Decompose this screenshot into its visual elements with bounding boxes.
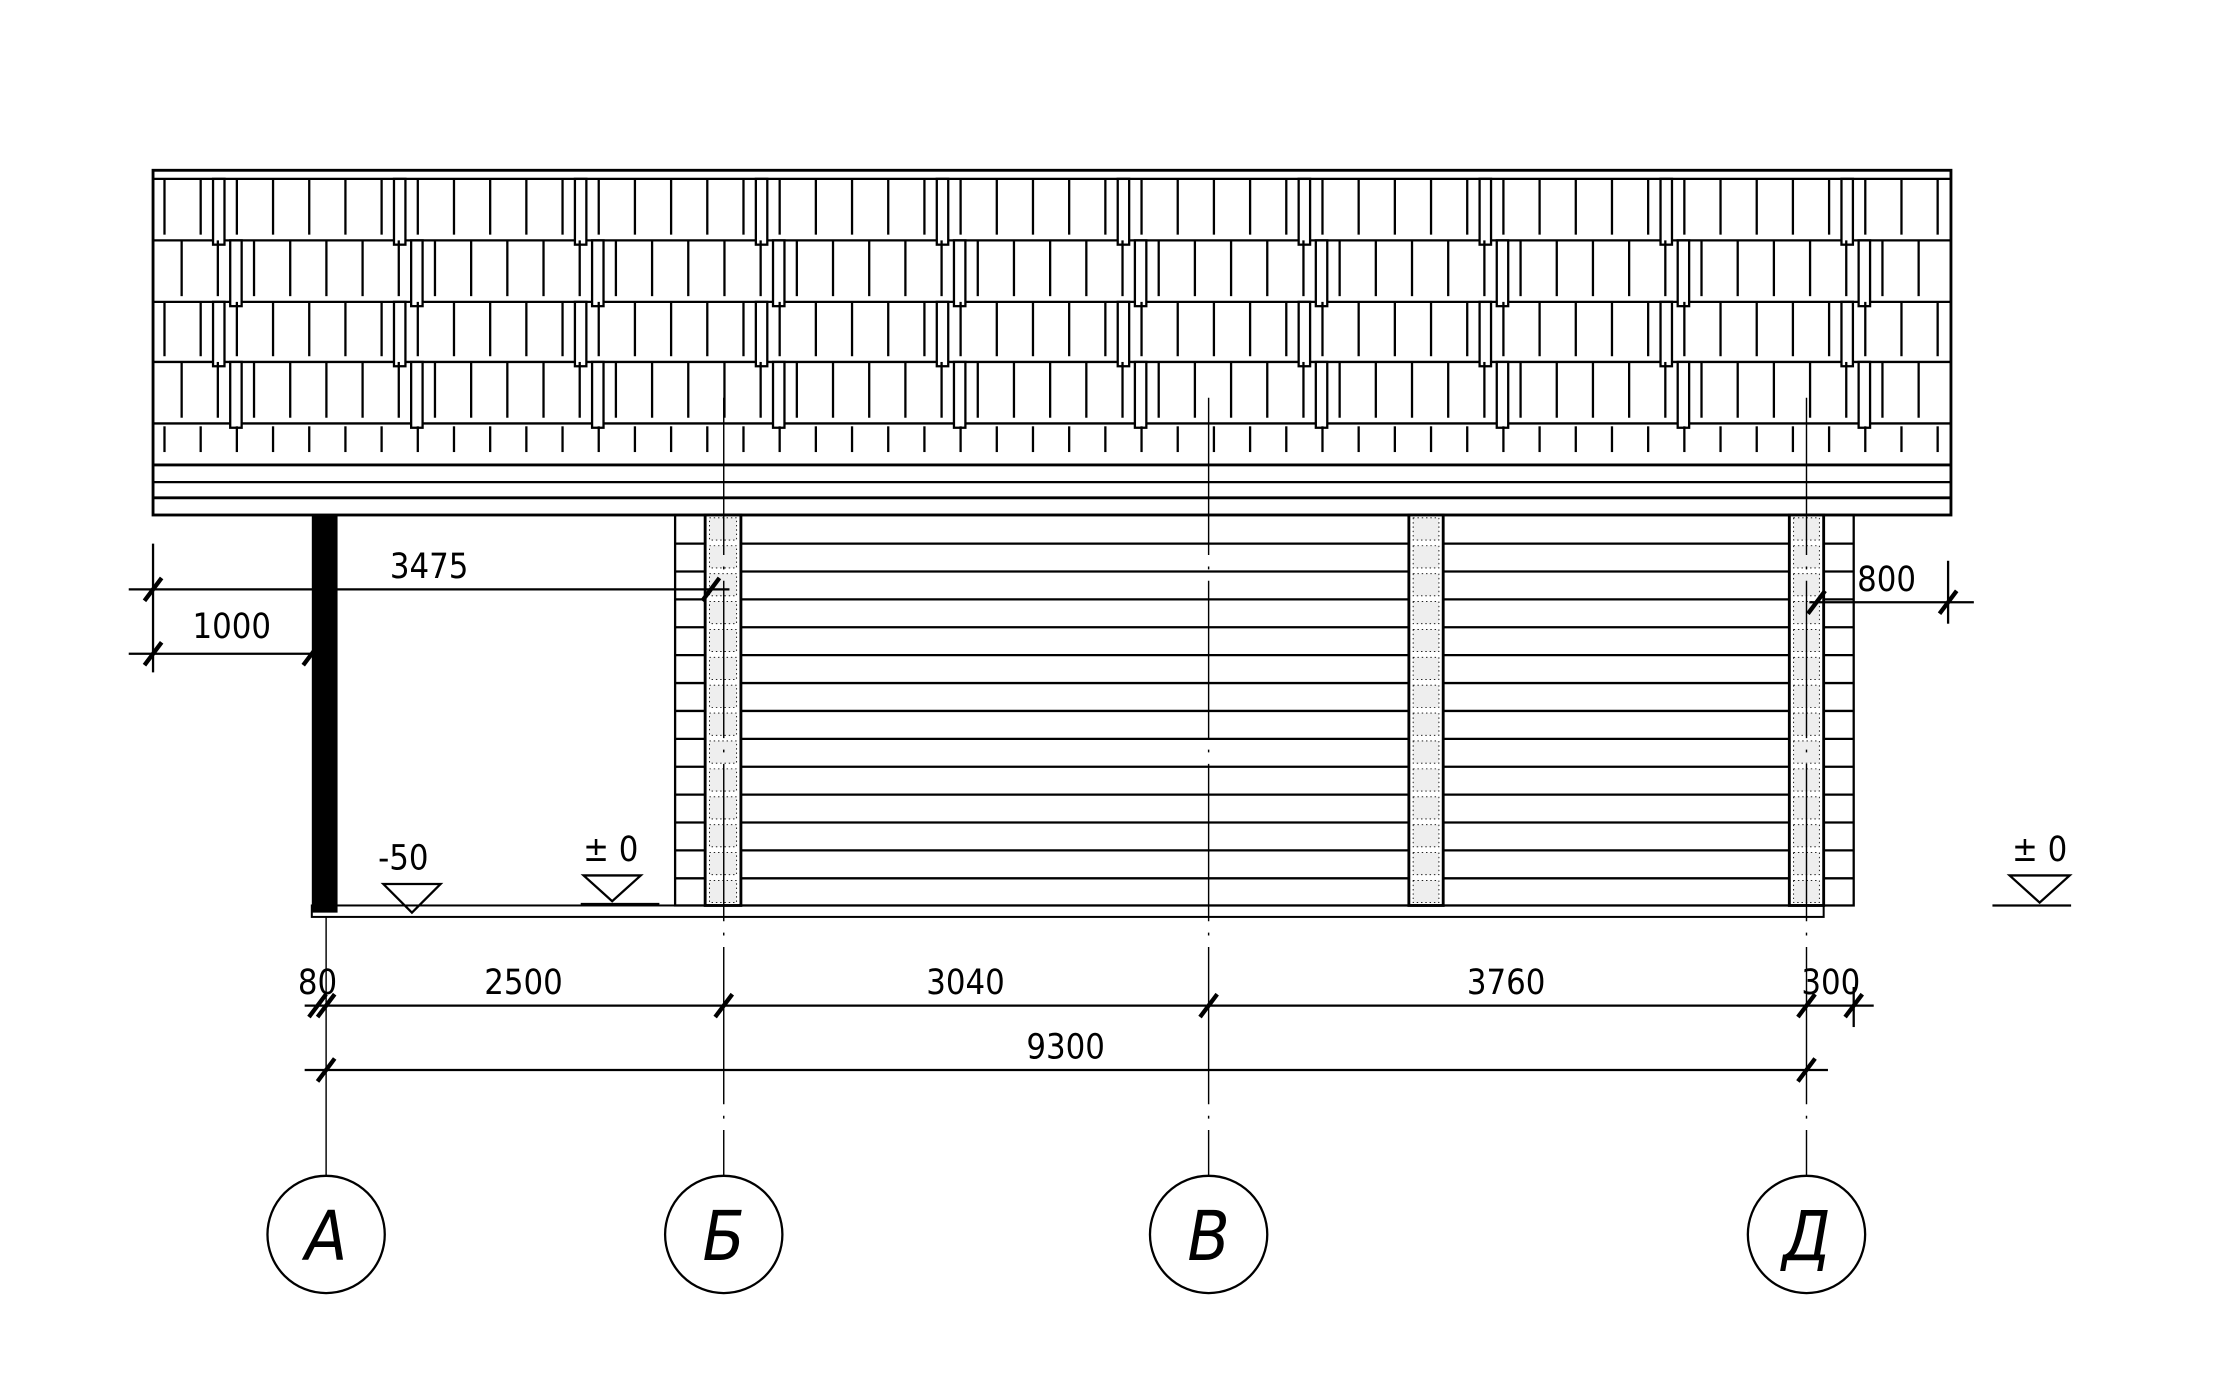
- dimension-ticks: [142, 576, 1959, 1083]
- level-left-label: -50: [378, 839, 428, 879]
- level-mark-right: ± 0: [1992, 830, 2073, 907]
- dimension-tick: [713, 992, 735, 1019]
- dimension-tick: [1198, 992, 1219, 1019]
- dim-2500: 2500: [484, 963, 563, 1003]
- axis-label-b: Б: [703, 1197, 745, 1277]
- axis-bubble-d: Д: [1746, 1174, 1867, 1295]
- dimension-tick: [1937, 589, 1959, 615]
- log-wall: [673, 513, 1855, 907]
- axis-bubble-b: Б: [663, 1174, 784, 1295]
- axis-bubble-a: А: [266, 1174, 386, 1295]
- dimension-tick: [315, 992, 337, 1019]
- dimension-tick: [301, 641, 323, 667]
- foundation-line: [310, 904, 1825, 918]
- roof-shingles: [151, 168, 1953, 517]
- axis-bubble-v: В: [1148, 1174, 1269, 1295]
- level-mark-middle: ± 0: [580, 830, 660, 906]
- dimension-tick: [142, 641, 164, 667]
- dimension-tick: [1806, 589, 1827, 615]
- dim-300: 300: [1801, 963, 1860, 1003]
- axis-label-v: В: [1187, 1197, 1229, 1277]
- dimension-tick: [315, 1057, 337, 1083]
- corner-post: [311, 514, 338, 913]
- dim-3760: 3760: [1467, 963, 1546, 1003]
- dimension-tick: [307, 992, 328, 1019]
- dimension-tick: [142, 576, 164, 603]
- dim-3475: 3475: [390, 547, 469, 587]
- dimension-tick: [1843, 992, 1864, 1019]
- dim-3040: 3040: [926, 963, 1005, 1003]
- dim-80: 80: [298, 963, 337, 1003]
- dim-1000: 1000: [192, 607, 271, 647]
- axis-label-a: А: [301, 1197, 347, 1277]
- dimension-tick: [1796, 992, 1817, 1019]
- axis-label-d: Д: [1779, 1197, 1830, 1277]
- level-right-label: ± 0: [2012, 830, 2067, 870]
- dimension-tick: [700, 576, 722, 603]
- dim-800: 800: [1857, 560, 1916, 600]
- dim-9300: 9300: [1026, 1028, 1105, 1068]
- dimension-lines: [128, 543, 1974, 1072]
- grid-axis-lines: [325, 397, 1808, 1176]
- level-mark-left: -50: [378, 839, 444, 915]
- level-middle-label: ± 0: [583, 830, 638, 870]
- dimension-tick: [1796, 1057, 1817, 1083]
